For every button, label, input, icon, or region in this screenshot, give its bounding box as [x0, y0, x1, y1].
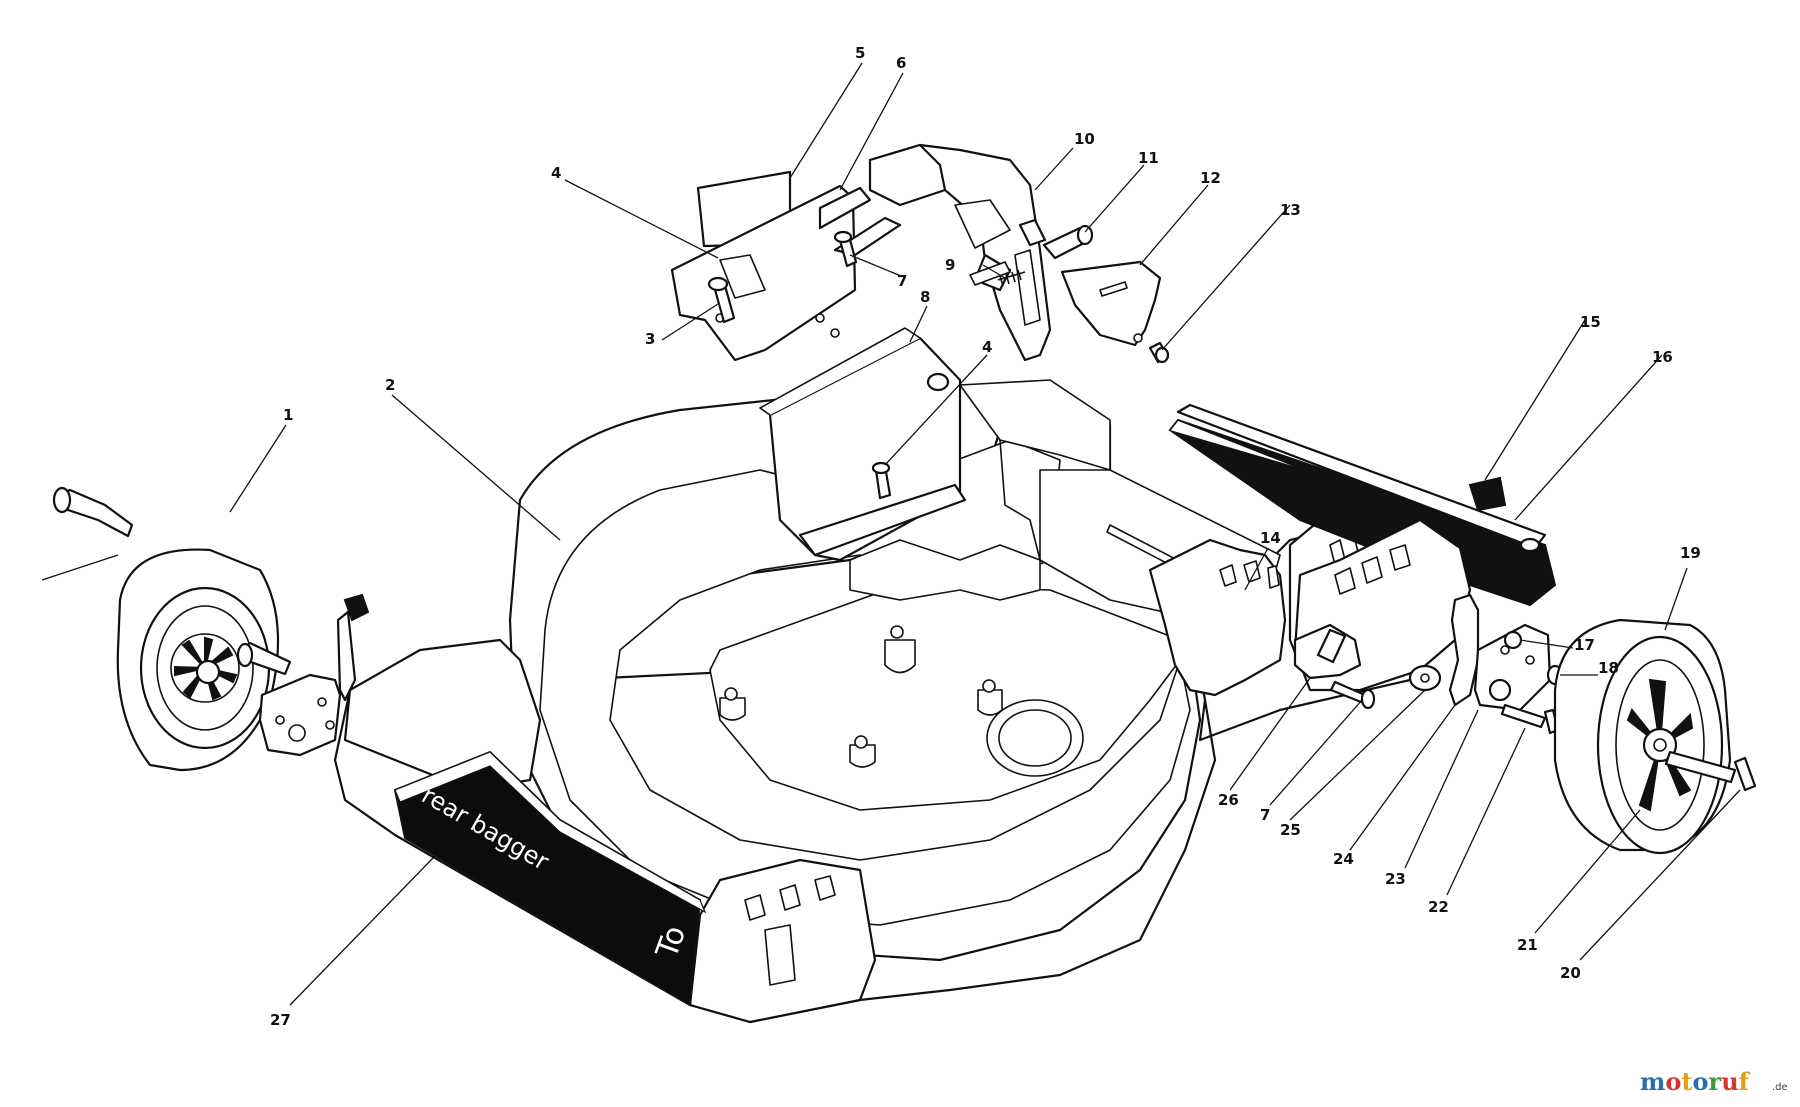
- callout-9: 9: [945, 256, 955, 274]
- callout-22: 22: [1428, 898, 1449, 916]
- wm-letter-u: u: [1721, 1067, 1738, 1096]
- bolt-7-rear: [1329, 680, 1376, 710]
- wm-letter-o: o: [1665, 1067, 1681, 1096]
- wm-letter-o2: o: [1693, 1067, 1709, 1096]
- bolt-22: [1500, 703, 1560, 735]
- watermark-suffix: .de: [1772, 1082, 1788, 1093]
- callout-8: 8: [920, 288, 930, 306]
- callout-23: 23: [1385, 870, 1406, 888]
- handle-mount-8: [759, 327, 967, 562]
- wheel-hub-left: [170, 633, 240, 703]
- callout-15: 15: [1580, 313, 1601, 331]
- callout-2: 2: [385, 376, 395, 394]
- callout-7: 7: [897, 272, 907, 290]
- callout-1: 1: [283, 406, 293, 424]
- bolt-7-upper: [833, 230, 858, 268]
- callout-12: 12: [1200, 169, 1221, 187]
- callout-26: 26: [1218, 791, 1239, 809]
- height-knob-15: [1468, 476, 1507, 512]
- bracket-24: [1448, 593, 1480, 707]
- bolt-4-lower: [871, 461, 892, 500]
- callout-25: 25: [1280, 821, 1301, 839]
- callout-13: 13: [1280, 201, 1301, 219]
- wm-letter-t: t: [1681, 1067, 1692, 1096]
- bolt-3: [707, 276, 736, 324]
- callout-5: 5: [855, 44, 865, 62]
- height-adjust-bracket-left: [258, 593, 370, 757]
- pin-11: [1042, 224, 1094, 260]
- plate-12: [1060, 260, 1162, 347]
- leader-lines: [41, 62, 1741, 1006]
- wm-letter-m: m: [1640, 1067, 1665, 1096]
- spring-9: [997, 269, 1026, 287]
- callout-19: 19: [1680, 544, 1701, 562]
- callout-14: 14: [1260, 529, 1281, 547]
- callout-10: 10: [1074, 130, 1095, 148]
- callout-7b: 7: [1260, 806, 1270, 824]
- callout-20: 20: [1560, 964, 1581, 982]
- callout-18: 18: [1598, 659, 1619, 677]
- motoruf-watermark: motoruf .de: [1640, 1067, 1788, 1096]
- callout-21: 21: [1517, 936, 1538, 954]
- callout-17: 17: [1574, 636, 1595, 654]
- callout-4: 4: [551, 164, 561, 182]
- screw-13: [1148, 341, 1170, 364]
- rear-wheel-right: [1553, 618, 1757, 855]
- pivot-arm-26: [1293, 623, 1362, 680]
- callout-24: 24: [1333, 850, 1354, 868]
- callout-16: 16: [1652, 348, 1673, 366]
- nut-17: [1503, 630, 1523, 650]
- pivot-23: [1473, 623, 1552, 712]
- callout-numbers: 1 2 3 4 5 6 7 8 9 10 11 12 13 14 15 16 1…: [270, 44, 1701, 1029]
- callout-6: 6: [896, 54, 906, 72]
- front-wheel-left: [52, 486, 292, 772]
- lever-housing-10: [868, 143, 1052, 362]
- wm-letter-f: f: [1739, 1067, 1751, 1096]
- washer-25: [1408, 664, 1442, 692]
- callout-4b: 4: [982, 338, 992, 356]
- handle-bracket-upper: [670, 170, 902, 362]
- callout-3: 3: [645, 330, 655, 348]
- wheel-hub-right: [1626, 678, 1694, 812]
- wm-letter-r: r: [1709, 1067, 1722, 1096]
- callout-11: 11: [1138, 149, 1159, 167]
- callout-27: 27: [270, 1011, 291, 1029]
- watermark-text: motoruf: [1640, 1067, 1751, 1096]
